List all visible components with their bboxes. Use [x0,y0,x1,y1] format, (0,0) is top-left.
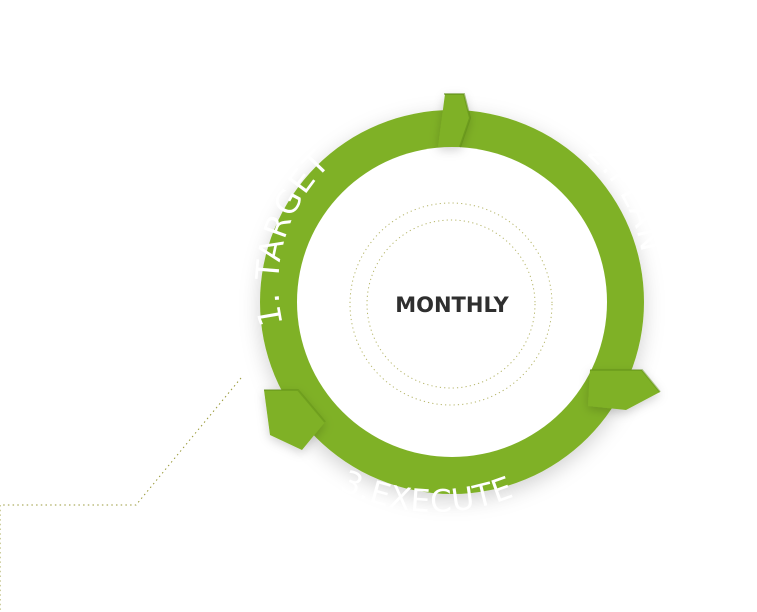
arrow-top-right [438,94,470,147]
arrow-left-lower [264,390,325,450]
ring-arrows [264,94,660,450]
center-label: MONTHLY [395,293,509,317]
arrow-right-lower [588,370,660,410]
arrow-edge-1 [444,93,472,148]
arrow-edge-2 [590,369,661,393]
center-guide-circle-outer [349,202,553,406]
arrow-edge-3 [264,389,326,423]
cycle-ring [260,110,644,494]
connector-line [0,377,242,612]
center-guide-circle-inner [366,219,536,389]
